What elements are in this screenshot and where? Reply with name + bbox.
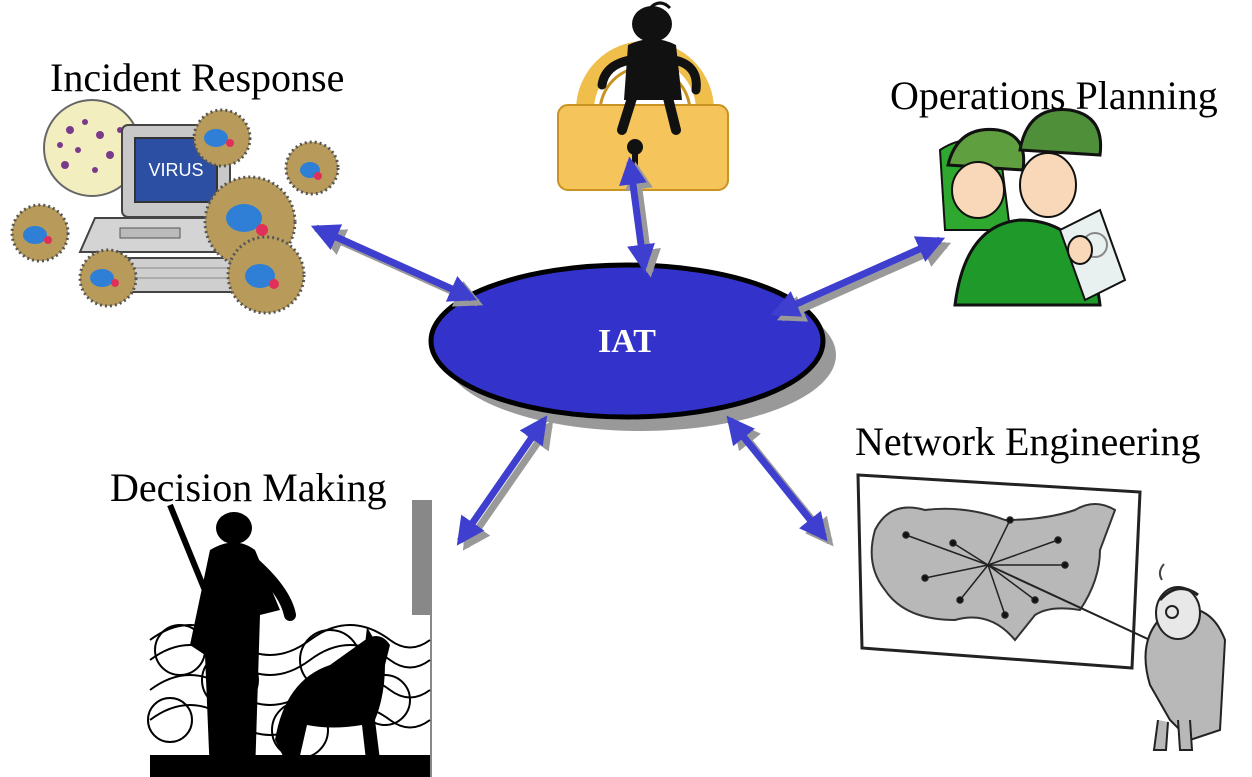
network-map-presenter-icon bbox=[856, 473, 1227, 751]
operations-planning-label: Operations Planning bbox=[890, 73, 1218, 118]
svg-text:VIRUS: VIRUS bbox=[148, 160, 203, 180]
virus-computer-icon: VIRUS bbox=[10, 99, 340, 315]
soldier-silhouette-icon bbox=[147, 500, 432, 777]
connector-arrows bbox=[310, 156, 952, 551]
arrow-decision-making bbox=[456, 415, 548, 546]
padlock-figure-icon bbox=[557, 1, 729, 191]
arrow-network-engineering bbox=[726, 415, 828, 542]
iat-hub bbox=[428, 262, 836, 431]
arrow-security bbox=[619, 156, 655, 273]
arrow-operations-planning bbox=[770, 236, 946, 317]
iat-label: IAT bbox=[598, 323, 656, 360]
soldiers-planning-icon bbox=[938, 108, 1127, 307]
arrow-incident-response bbox=[310, 224, 478, 302]
network-engineering-label: Network Engineering bbox=[855, 419, 1201, 464]
incident-response-label: Incident Response bbox=[50, 55, 345, 100]
decision-making-label: Decision Making bbox=[110, 465, 387, 510]
